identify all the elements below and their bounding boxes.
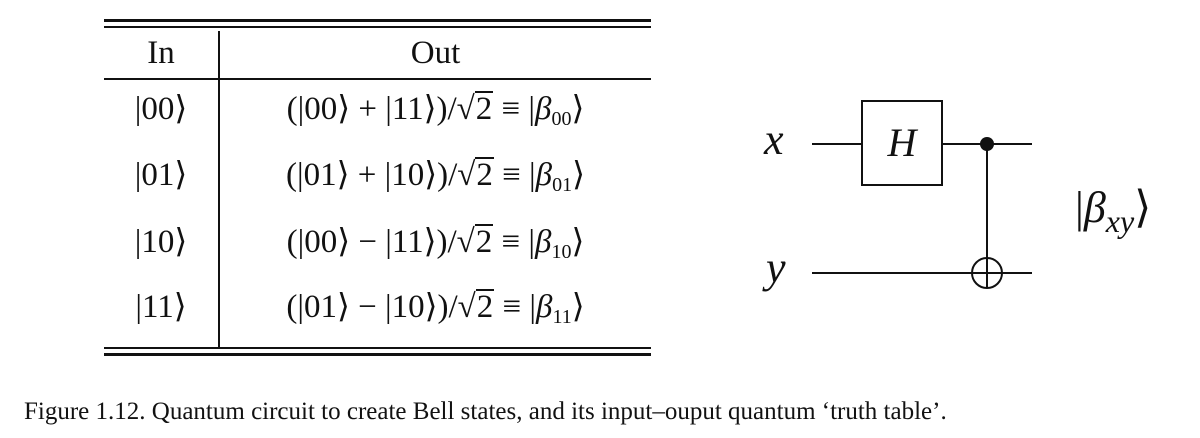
cnot-control-dot [980,137,994,151]
row-11-in: |11⟩ [135,289,187,325]
sqrt-sign: √2 [457,157,494,193]
table-top-rule-2 [104,26,651,28]
row-10-in: |10⟩ [134,224,188,260]
circuit-wires [812,100,1032,289]
sqrt-sign: √2 [456,224,494,260]
header-out: Out [410,35,461,71]
output-state-label: |βxy⟩ [1075,183,1152,239]
row-01-in: |01⟩ [134,157,188,193]
sqrt-sign: √2 [456,91,494,127]
sqrt-sign: √2 [457,289,495,325]
input-y-label: y [766,243,786,292]
table-column-divider [218,31,220,348]
row-00-in: |00⟩ [134,91,188,127]
table-bottom-rule-1 [104,347,651,349]
hadamard-gate-box [861,100,943,186]
table-header-rule [104,78,651,80]
table-top-rule-1 [104,19,651,22]
table-bottom-rule-2 [104,353,651,356]
row-11-out: (|01⟩ − |10⟩)/√2 ≡ |β11⟩ [286,289,585,328]
truth-table: In Out |00⟩ (|00⟩ + |11⟩)/√2 ≡ |β00⟩ |01… [104,19,651,359]
header-in: In [147,35,175,71]
bell-state-circuit: x y H |βxy⟩ [760,90,1200,310]
row-00-out: (|00⟩ + |11⟩)/√2 ≡ |β00⟩ [286,91,585,130]
figure-caption: Figure 1.12. Quantum circuit to create B… [24,398,947,425]
input-x-label: x [764,115,784,164]
row-01-out: (|01⟩ + |10⟩)/√2 ≡ |β01⟩ [286,157,585,196]
row-10-out: (|00⟩ − |11⟩)/√2 ≡ |β10⟩ [286,224,585,263]
hadamard-gate-label: H [887,120,917,165]
